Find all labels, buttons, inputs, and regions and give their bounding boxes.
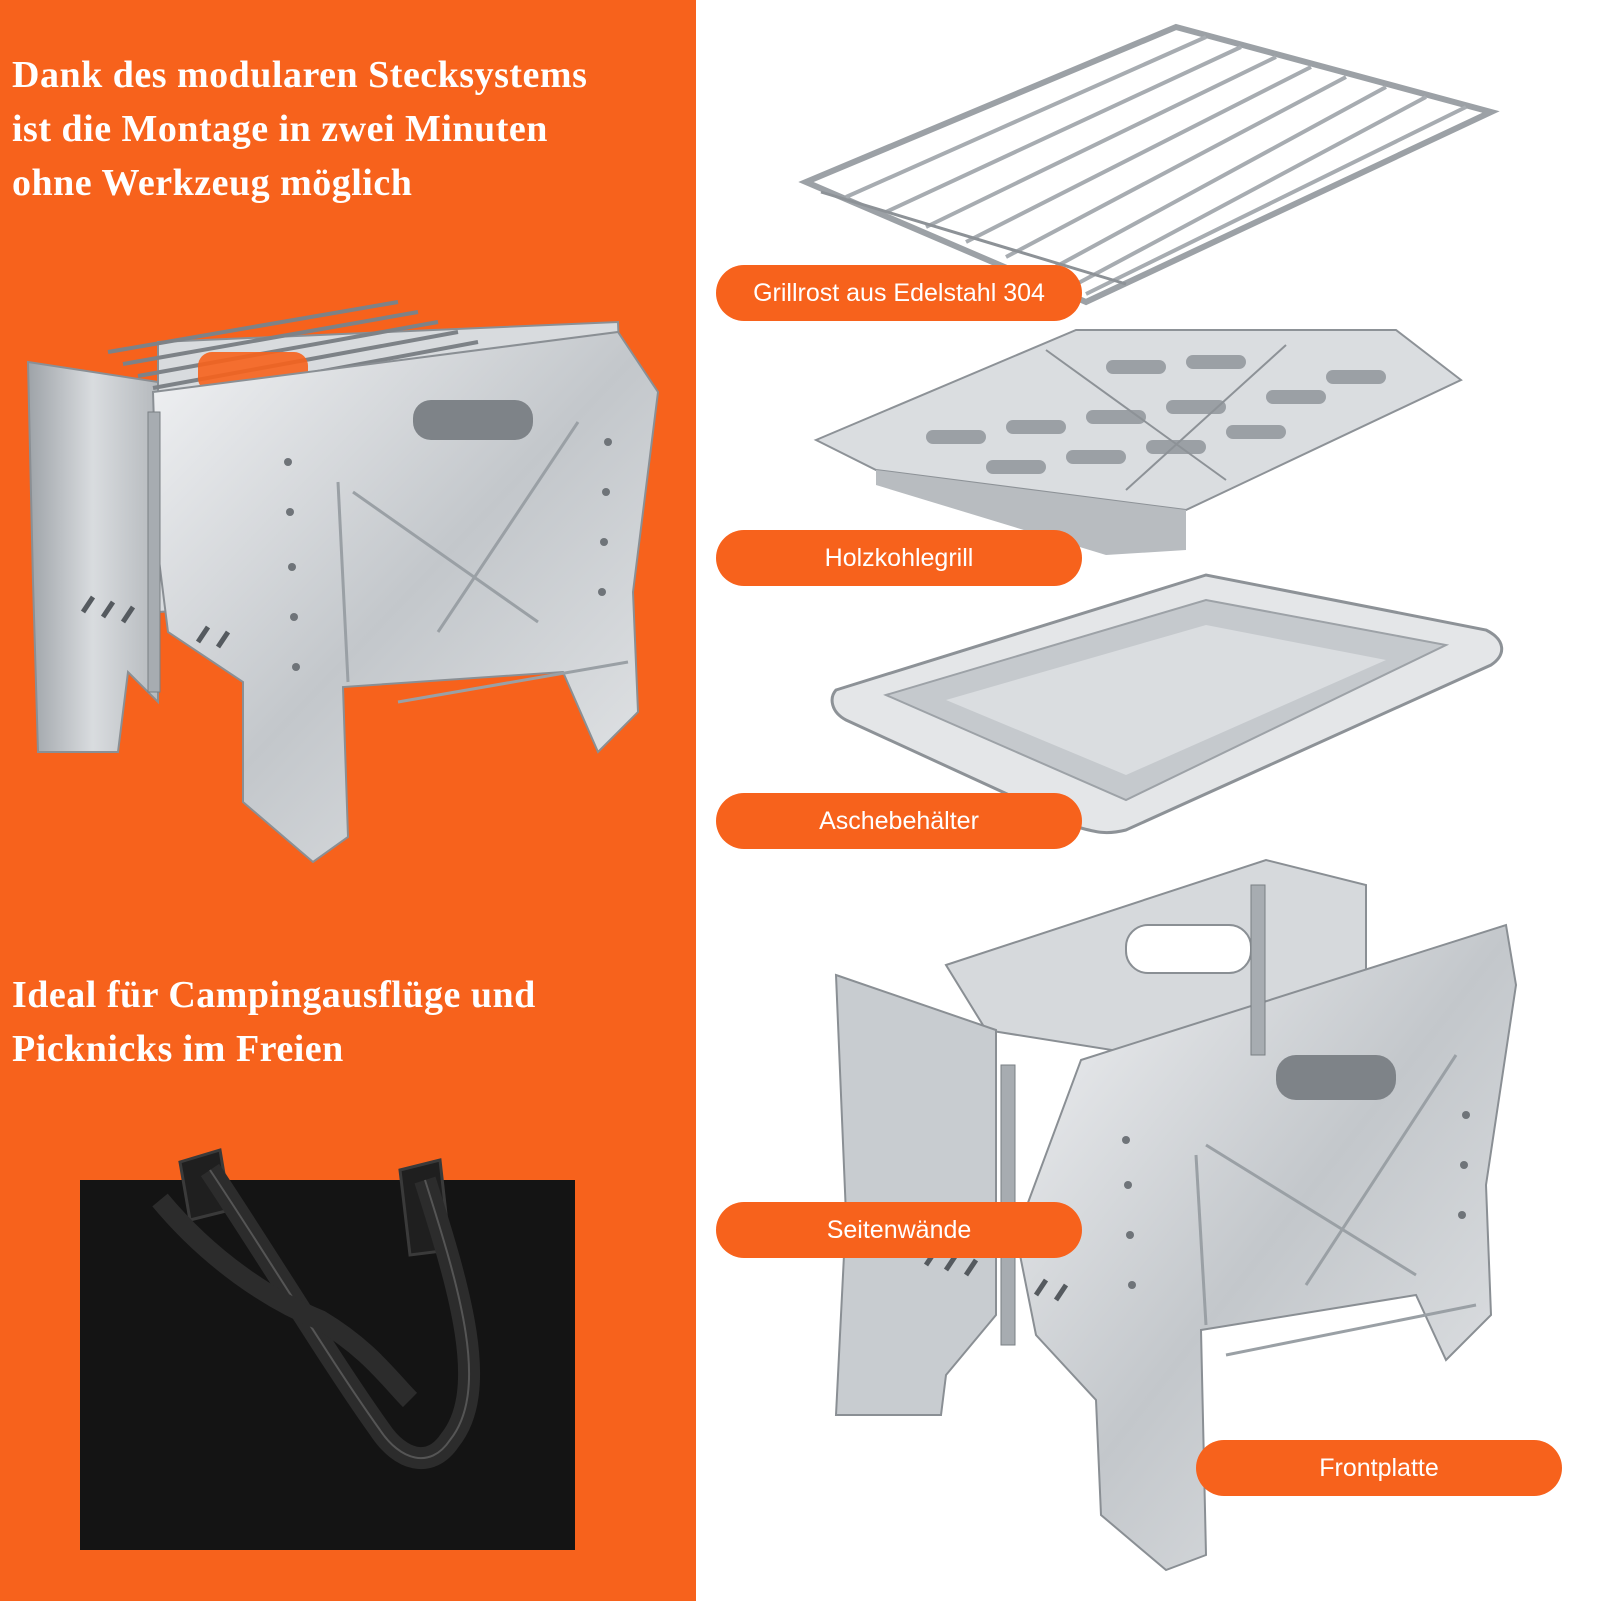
headline-camping-line-1: Ideal für Campingausflüge und — [12, 974, 536, 1016]
headline-line-1: Dank des modularen Stecksystems — [12, 54, 588, 96]
headline-line-3: ohne Werkzeug möglich — [12, 162, 413, 204]
grill-body-image — [834, 858, 1518, 1572]
label-front-plate: Frontplatte — [1196, 1440, 1562, 1496]
label-side-walls: Seitenwände — [716, 1202, 1082, 1258]
carry-bag-image — [80, 1148, 575, 1550]
label-grill-grate: Grillrost aus Edelstahl 304 — [716, 265, 1082, 321]
assembled-grill-image — [26, 300, 660, 864]
ash-tray-image — [830, 573, 1504, 835]
headline-camping: Ideal für Campingausflüge und Picknicks … — [12, 968, 536, 1076]
left-orange-panel: Dank des modularen Stecksystems ist die … — [0, 0, 696, 1601]
charcoal-plate-image — [813, 329, 1463, 555]
headline-assembly: Dank des modularen Stecksystems ist die … — [12, 48, 587, 210]
grill-grate-image — [798, 23, 1500, 306]
right-white-panel: Grillrost aus Edelstahl 304 Holzkohlegri… — [696, 0, 1601, 1601]
headline-camping-line-2: Picknicks im Freien — [12, 1028, 344, 1070]
label-ash-container: Aschebehälter — [716, 793, 1082, 849]
headline-line-2: ist die Montage in zwei Minuten — [12, 108, 548, 150]
label-charcoal-grill: Holzkohlegrill — [716, 530, 1082, 586]
